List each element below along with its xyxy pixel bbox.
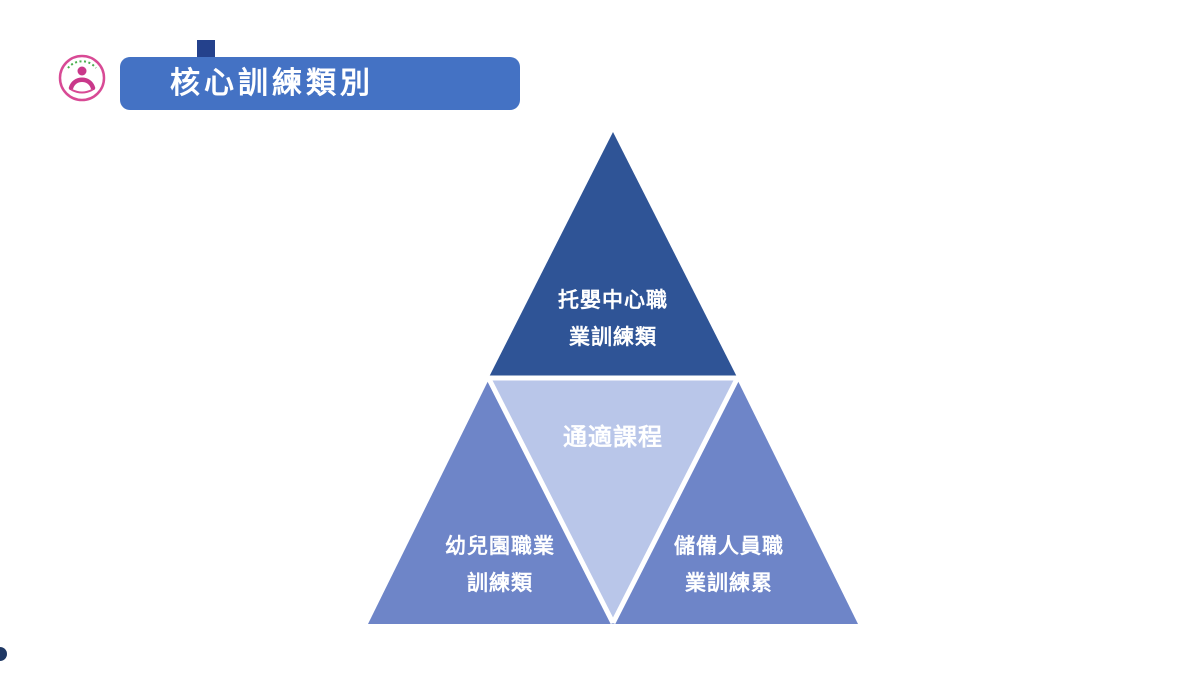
organization-logo xyxy=(58,54,106,102)
label-bottom-left-line1: 幼兒園職業 xyxy=(445,534,555,558)
label-bottom-right-line1: 儲備人員職 xyxy=(674,534,784,558)
label-top-line1: 托嬰中心職 xyxy=(558,289,668,312)
triangle-bottom-left xyxy=(368,379,613,624)
logo-person-head xyxy=(77,66,87,76)
label-middle: 通適課程 xyxy=(563,423,663,451)
logo-person-body xyxy=(68,77,96,91)
triangle-top xyxy=(489,132,737,377)
triangle-bottom-right xyxy=(613,379,858,624)
separator-left-diagonal xyxy=(486,377,616,625)
triangle-middle-inverted xyxy=(489,379,737,624)
separator-right-diagonal xyxy=(610,377,740,625)
label-bottom-left-line2: 訓練類 xyxy=(467,571,533,595)
label-top-line2: 業訓練類 xyxy=(569,325,657,349)
organization-logo-icon xyxy=(58,54,106,102)
logo-bottom-arc xyxy=(71,89,93,94)
corner-accent xyxy=(0,647,7,661)
label-bottom-right-line2: 業訓練累 xyxy=(685,571,773,595)
title-bar: 核心訓練類別 xyxy=(120,57,520,110)
logo-top-text-arc xyxy=(67,60,97,69)
page-title: 核心訓練類別 xyxy=(170,66,374,100)
